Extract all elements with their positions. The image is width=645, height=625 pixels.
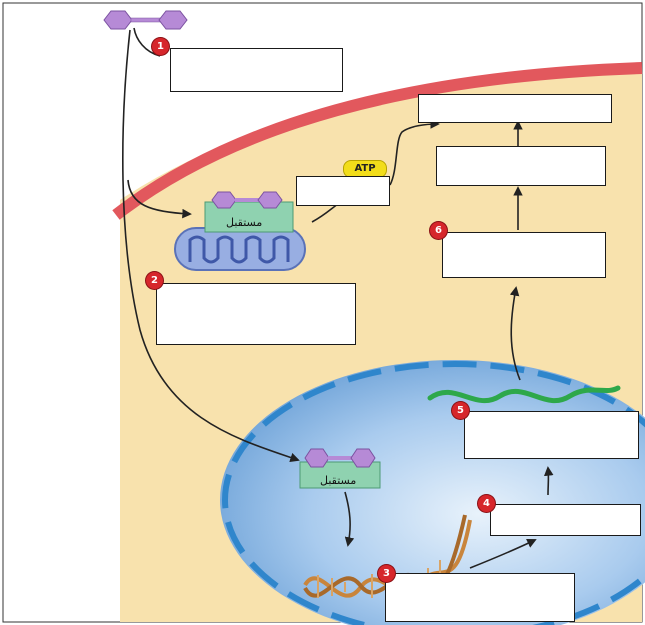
mrna-strand xyxy=(427,385,621,404)
step-badge-6: 6 xyxy=(430,222,447,239)
receptor-nucleus-label: مستقبل xyxy=(320,474,357,487)
answer-box-5[interactable] xyxy=(464,411,639,459)
step-badge-5: 5 xyxy=(452,402,469,419)
answer-box-4[interactable] xyxy=(490,504,641,536)
nuclear-envelope xyxy=(222,361,645,625)
answer-box-atp[interactable] xyxy=(296,176,390,206)
arrow-mrna-to-box6 xyxy=(509,286,521,381)
arrow-hormone-to-receptor xyxy=(127,179,192,219)
step-badge-2: 2 xyxy=(146,272,163,289)
arrow-receptor-to-dna xyxy=(344,491,355,547)
receptor-cytoplasm xyxy=(204,191,294,233)
arrow-atp-to-top xyxy=(389,119,440,186)
answer-box-1[interactable] xyxy=(170,48,343,92)
answer-box-top[interactable] xyxy=(418,94,612,123)
answer-box-3[interactable] xyxy=(385,573,575,622)
hormone-molecule-outside xyxy=(103,10,188,30)
arrow-hormone-to-box1 xyxy=(133,27,161,57)
step-badge-3: 3 xyxy=(378,565,395,582)
receptor-cytoplasm-label: مستقبل xyxy=(226,216,263,229)
arrow-dna-to-box4 xyxy=(469,538,537,569)
answer-box-6[interactable] xyxy=(442,232,606,278)
answer-box-2[interactable] xyxy=(156,283,356,345)
mitochondrion xyxy=(174,227,306,271)
arrow-hormone-to-nucleus xyxy=(122,29,300,463)
answer-box-mid[interactable] xyxy=(436,146,606,186)
step-badge-1: 1 xyxy=(152,38,169,55)
receptor-nucleus xyxy=(299,448,381,489)
step-badge-4: 4 xyxy=(478,495,495,512)
cell-membrane xyxy=(112,62,643,220)
